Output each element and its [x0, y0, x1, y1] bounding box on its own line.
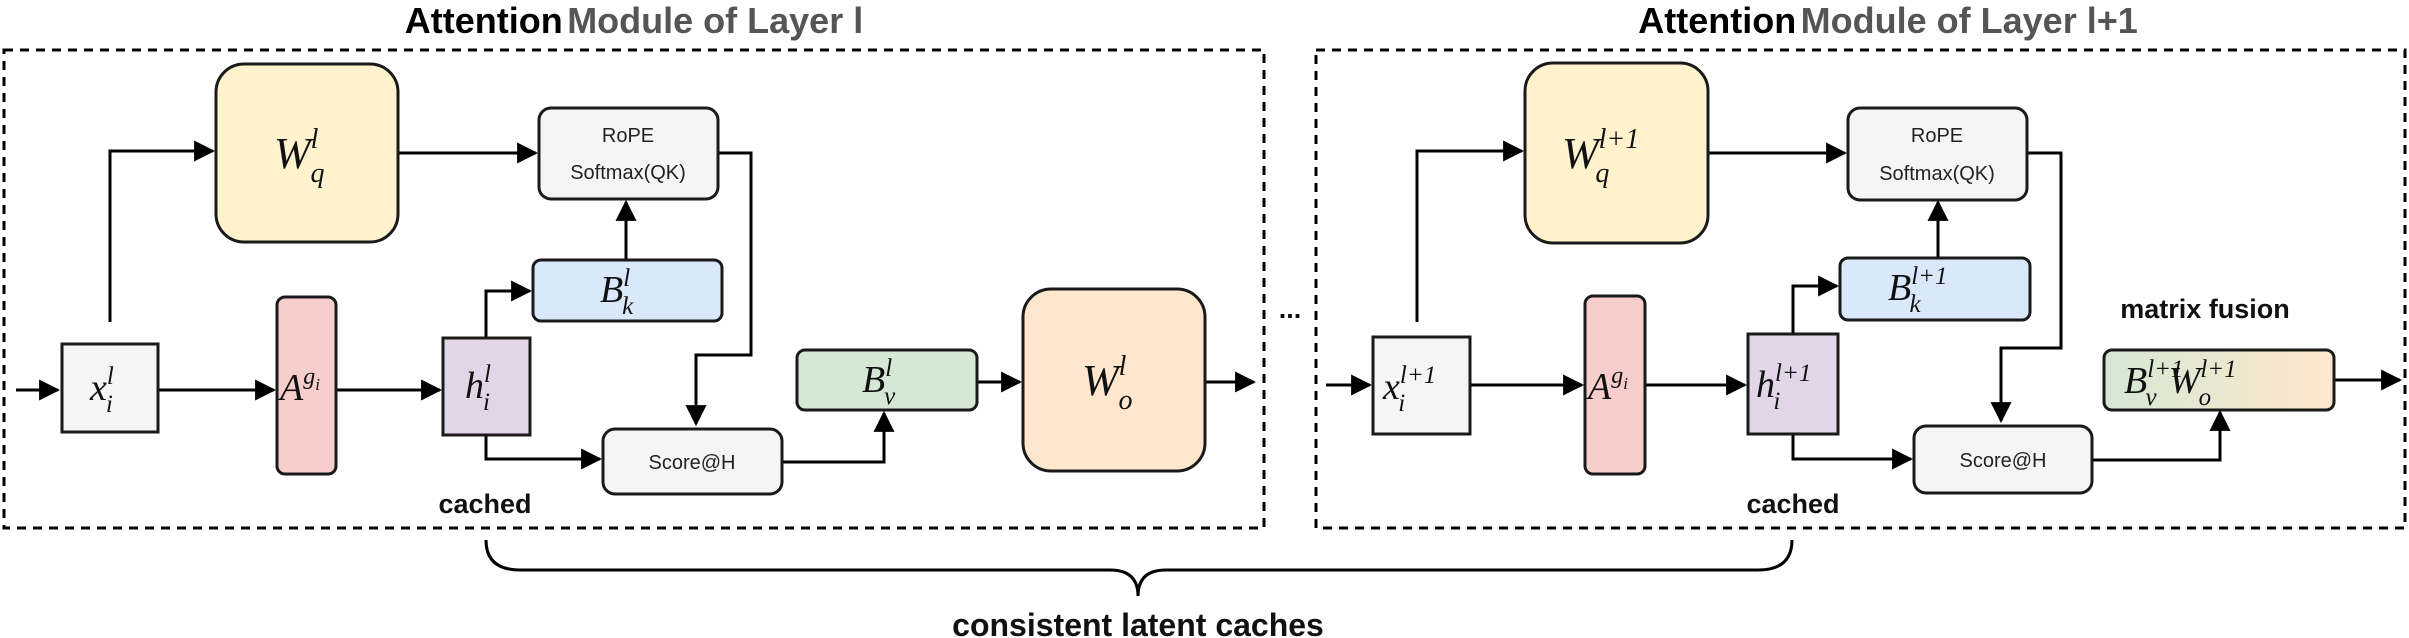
bv-box: [795, 348, 979, 412]
rope-softmax-block-l1: RoPE Softmax(QK): [1846, 106, 2029, 202]
a-block: Agi: [275, 295, 338, 476]
rope-softmax-block: RoPE Softmax(QK): [537, 106, 720, 201]
h-to-bk-arrow-l1: [1791, 275, 1840, 334]
score-box: [601, 427, 784, 496]
a-box: [275, 295, 338, 476]
bk-box: [531, 258, 724, 323]
rope-label: RoPE: [602, 125, 654, 147]
score-label-l1: Score@H: [1960, 450, 2047, 472]
wires-layer-l: [16, 140, 1257, 470]
cached-label: cached: [438, 489, 531, 519]
score-to-fusion-arrow: [2092, 409, 2231, 462]
h-to-score-arrow-l1: [1791, 434, 1914, 470]
ellipsis: ...: [1279, 294, 1302, 324]
wo-box: [1021, 287, 1207, 473]
rope-softmax-box: [537, 106, 720, 201]
rope-to-score-arrow-l1: [1990, 151, 2063, 424]
cached-label-l1: cached: [1746, 489, 1839, 519]
softmax-label-l1: Softmax(QK): [1879, 163, 1995, 185]
a-label: Agi: [277, 364, 320, 409]
rope-label-l1: RoPE: [1911, 125, 1963, 147]
module-frame-layer-l1: [1314, 48, 2407, 530]
wq-box: [214, 62, 400, 244]
score-block: Score@H: [601, 427, 784, 496]
a-block-l1: Agi: [1583, 294, 1647, 476]
x-to-wq-arrow: [108, 140, 216, 322]
consistent-latent-caches-label: consistent latent caches: [952, 607, 1324, 638]
score-to-bv-arrow: [782, 410, 895, 464]
fused-bv-wo-box: [2102, 348, 2336, 412]
x-input-box-l1: [1371, 335, 1472, 436]
module-title-layer-l: Attention Module of Layer l: [405, 0, 863, 41]
a-box-l1: [1583, 294, 1647, 476]
h-to-score-arrow: [484, 435, 603, 470]
x-input-box: [60, 342, 160, 434]
h-to-bk-arrow: [484, 280, 533, 338]
a-label-l1: Agi: [1585, 363, 1628, 408]
h-cache-box-l1: [1746, 332, 1840, 436]
rope-softmax-box-l1: [1846, 106, 2029, 202]
score-label: Score@H: [649, 452, 736, 474]
module-frame-layer-l: [2, 48, 1266, 530]
score-box-l1: [1912, 424, 2094, 495]
score-block-l1: Score@H: [1912, 424, 2094, 495]
wires-layer-l1: [1326, 140, 2403, 470]
bk-box-l1: [1838, 256, 2032, 322]
rope-to-score-arrow: [685, 151, 753, 427]
wq-box-l1: [1523, 61, 1710, 245]
softmax-label: Softmax(QK): [570, 162, 686, 184]
module-title-layer-l1: Attention Module of Layer l+1: [1638, 0, 2138, 41]
x-to-wq-arrow-l1: [1415, 140, 1525, 322]
consistent-cache-brace: [484, 539, 1794, 597]
matrix-fusion-label: matrix fusion: [2120, 294, 2290, 324]
h-cache-box: [441, 336, 532, 437]
